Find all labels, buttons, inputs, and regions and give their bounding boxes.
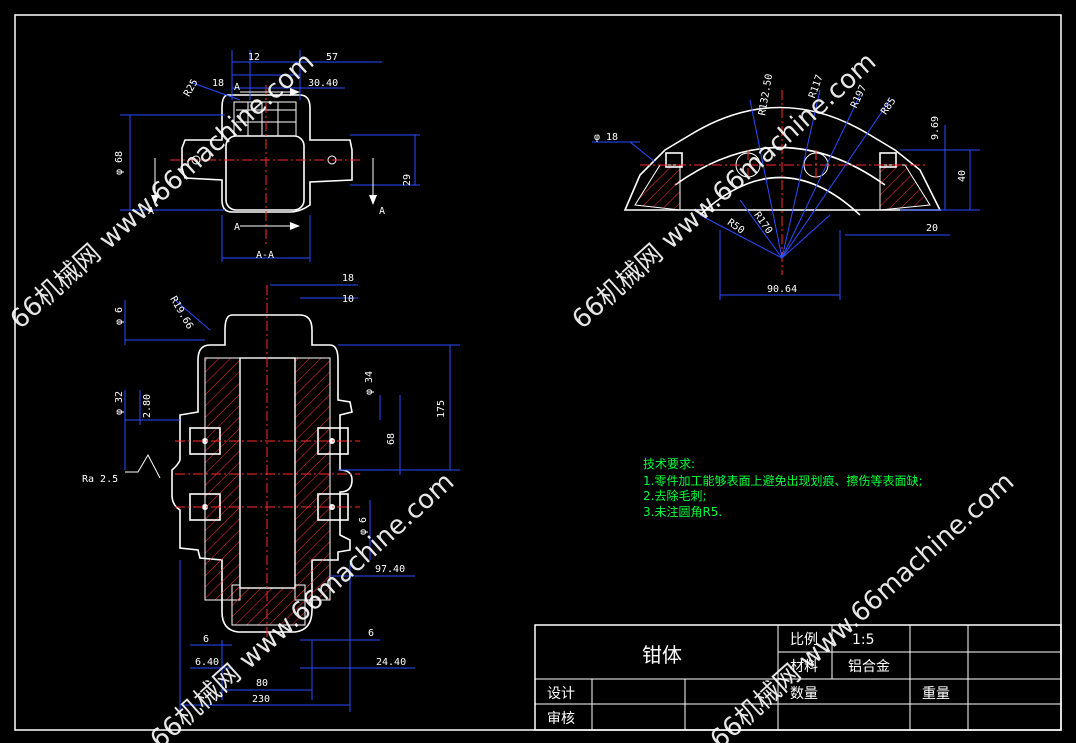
dim-6-right: 6: [368, 628, 374, 639]
tech-item-1: 1.零件加工能够表面上避免出现划痕、擦伤等表面缺;: [643, 473, 923, 488]
section-view-aa: 12 57 18 30.40 R25 φ 68 29 A A A A A-A: [114, 50, 420, 262]
dim-phi32: φ 32: [114, 391, 125, 415]
section-label: A-A: [256, 250, 274, 261]
tech-requirements: 技术要求: 1.零件加工能够表面上避免出现划痕、擦伤等表面缺; 2.去除毛刺; …: [643, 457, 923, 519]
dim-6-left: 6: [203, 634, 209, 645]
dim-r170: R170: [751, 210, 774, 236]
dim-r25: R25: [182, 78, 201, 99]
ra-roughness: Ra 2.5: [82, 474, 118, 485]
dim-phi68: φ 68: [114, 151, 125, 175]
tech-heading: 技术要求:: [643, 457, 695, 471]
cut-label-left: A: [148, 206, 154, 217]
weight-label: 重量: [922, 686, 950, 702]
dim-6-40: 6.40: [195, 657, 219, 668]
cut-label-bottom: A: [234, 222, 240, 233]
watermark-4: 66机械网 www.66machine.com: [705, 467, 1021, 743]
dim-230: 230: [252, 694, 270, 705]
dim-phi6-top: φ 6: [114, 307, 125, 325]
dim-r19-66: R19.66: [167, 295, 195, 332]
dim-175: 175: [436, 400, 447, 418]
quantity-label: 数量: [790, 686, 818, 702]
designer-label: 设计: [547, 686, 575, 702]
dim-40: 40: [957, 170, 968, 182]
part-name: 钳体: [642, 643, 682, 667]
dim-20: 20: [926, 223, 938, 234]
scale-value: 1:5: [852, 632, 875, 648]
dim-18: 18: [342, 273, 354, 284]
dim-18-top: 18: [212, 78, 224, 89]
dim-10: 10: [342, 294, 354, 305]
dim-30-40: 30.40: [308, 78, 338, 89]
watermark-2: 66机械网 www.66machine.com: [567, 47, 883, 335]
dim-phi34: φ 34: [364, 371, 375, 395]
cut-label-top: A: [234, 82, 240, 93]
dim-12: 12: [248, 52, 260, 63]
drawing-border: [14, 14, 1062, 731]
cut-label-right: A: [379, 206, 385, 217]
dim-r132-50: R132.50: [757, 73, 775, 116]
dim-97-40: 97.40: [375, 564, 405, 575]
dim-r85: R85: [879, 96, 898, 117]
title-block: 钳体 比例 1:5 材料 铝合金 设计 审核 数量 重量: [534, 624, 1062, 731]
dim-29: 29: [402, 174, 413, 186]
reviewer-label: 审核: [547, 711, 575, 727]
tech-item-2: 2.去除毛刺;: [643, 488, 707, 503]
dim-9-69: 9.69: [930, 116, 941, 140]
tech-item-3: 3.未注圆角R5.: [643, 504, 722, 519]
dim-phi6-bottom: φ 6: [358, 517, 369, 535]
dim-80: 80: [256, 678, 268, 689]
dim-90-64: 90.64: [767, 284, 797, 295]
dim-24-40: 24.40: [376, 657, 406, 668]
dim-57: 57: [326, 52, 338, 63]
material-value: 铝合金: [848, 659, 890, 675]
front-section-view: 18 10 φ 6 R19.66 φ 32 2.80 Ra 2.5 φ 34 1…: [82, 273, 460, 712]
dim-2-80: 2.80: [142, 394, 153, 418]
scale-label: 比例: [790, 632, 818, 648]
watermark-1: 66机械网 www.66machine.com: [5, 47, 321, 335]
dim-68: 68: [386, 433, 397, 445]
material-label: 材料: [790, 659, 818, 675]
dim-phi18: φ 18: [594, 132, 618, 143]
